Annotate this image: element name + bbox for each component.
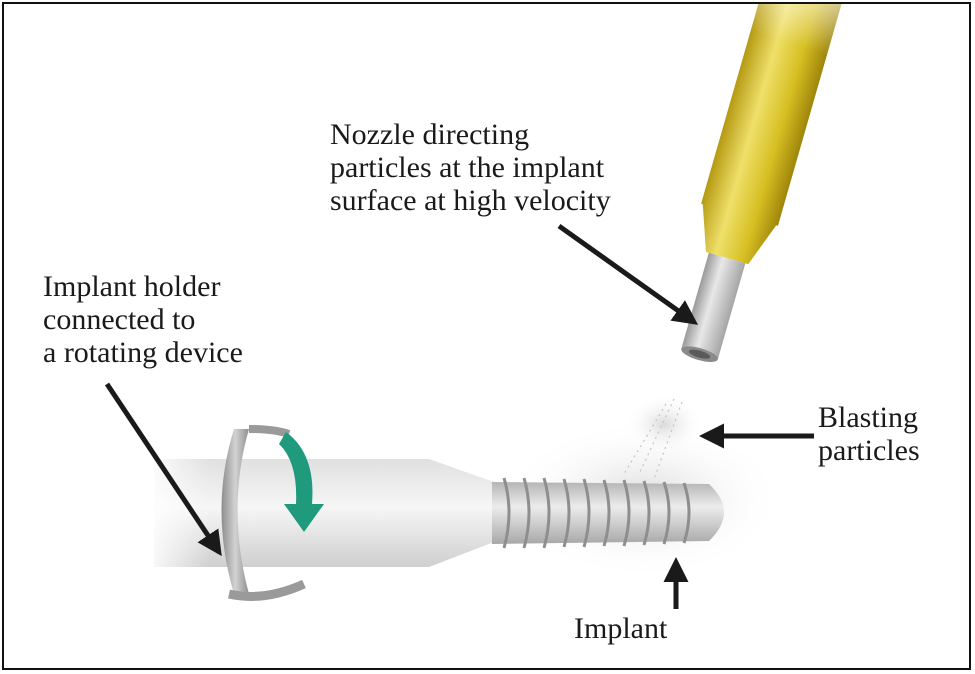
holder-label-line: Implant holder — [43, 270, 221, 303]
implant — [492, 477, 724, 549]
nozzle-label-line: Nozzle directing — [330, 118, 530, 151]
implant-label: Implant — [574, 612, 667, 645]
diagram-illustration — [104, 4, 857, 609]
rotation-ring — [221, 425, 324, 601]
nozzle-label: Nozzle directing particles at the implan… — [330, 118, 611, 217]
particles-label: Blasting particles — [818, 401, 920, 467]
holder-label-line: a rotating device — [43, 336, 243, 369]
callout-arrows — [104, 223, 814, 609]
rotation-arrow-icon — [279, 432, 324, 532]
implant-holder — [144, 454, 494, 572]
particles-label-line: Blasting — [818, 401, 919, 434]
holder-callout-arrow — [104, 382, 222, 557]
nozzle-callout-arrow — [557, 223, 699, 325]
holder-label: Implant holder connected to a rotating d… — [43, 270, 243, 369]
holder-label-line: connected to — [43, 303, 196, 336]
nozzle — [681, 4, 857, 362]
nozzle-label-line: particles at the implant — [330, 151, 605, 184]
implant-label-text: Implant — [574, 612, 668, 645]
particles-label-line: particles — [818, 434, 920, 467]
nozzle-label-line: surface at high velocity — [330, 184, 611, 217]
